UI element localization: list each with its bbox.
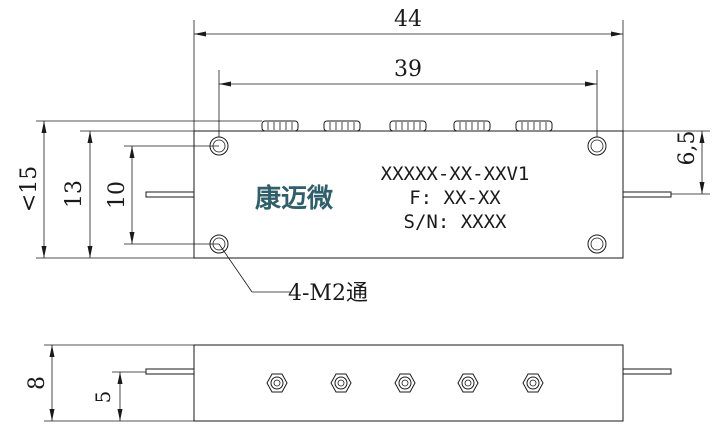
side-body-outline	[193, 344, 624, 422]
top-view: XXXXX-XX-XXV1 F: XX-XX S/N: XXXX 康迈微	[145, 120, 672, 259]
svg-text:5: 5	[91, 391, 115, 404]
dimension-13: 13	[62, 130, 194, 258]
side-view	[145, 344, 672, 422]
side-right-pin	[622, 368, 672, 375]
side-pins-top	[145, 191, 672, 198]
part-number: XXXXX-XX-XXV1	[381, 163, 530, 185]
dimension-8: 8	[25, 344, 194, 422]
dimension-15: <15	[17, 120, 262, 259]
svg-text:<15: <15	[17, 166, 42, 212]
frequency-label: F: XX-XX	[409, 187, 501, 209]
serial-label: S/N: XXXX	[404, 211, 508, 233]
dimension-10: 10	[105, 145, 219, 245]
top-connectors	[261, 120, 553, 132]
mounting-hole	[587, 234, 607, 254]
svg-text:8: 8	[25, 376, 50, 390]
svg-text:10: 10	[105, 181, 130, 209]
dimension-39: 39	[218, 57, 598, 137]
side-connectors	[266, 373, 544, 393]
left-pin	[145, 191, 195, 198]
hole-callout: 4-M2通	[218, 243, 368, 306]
dimension-44: 44	[193, 7, 624, 131]
svg-text:13: 13	[62, 180, 87, 208]
dimension-5: 5	[91, 371, 146, 421]
dimension-6-5: 6,5	[623, 131, 710, 195]
svg-text:39: 39	[394, 57, 422, 82]
side-left-pin	[145, 368, 195, 375]
svg-text:6,5: 6,5	[675, 131, 700, 166]
svg-text:44: 44	[394, 7, 422, 32]
callout-text: 4-M2通	[288, 281, 368, 306]
right-pin	[622, 191, 672, 198]
brand-logo: 康迈微	[255, 183, 333, 214]
